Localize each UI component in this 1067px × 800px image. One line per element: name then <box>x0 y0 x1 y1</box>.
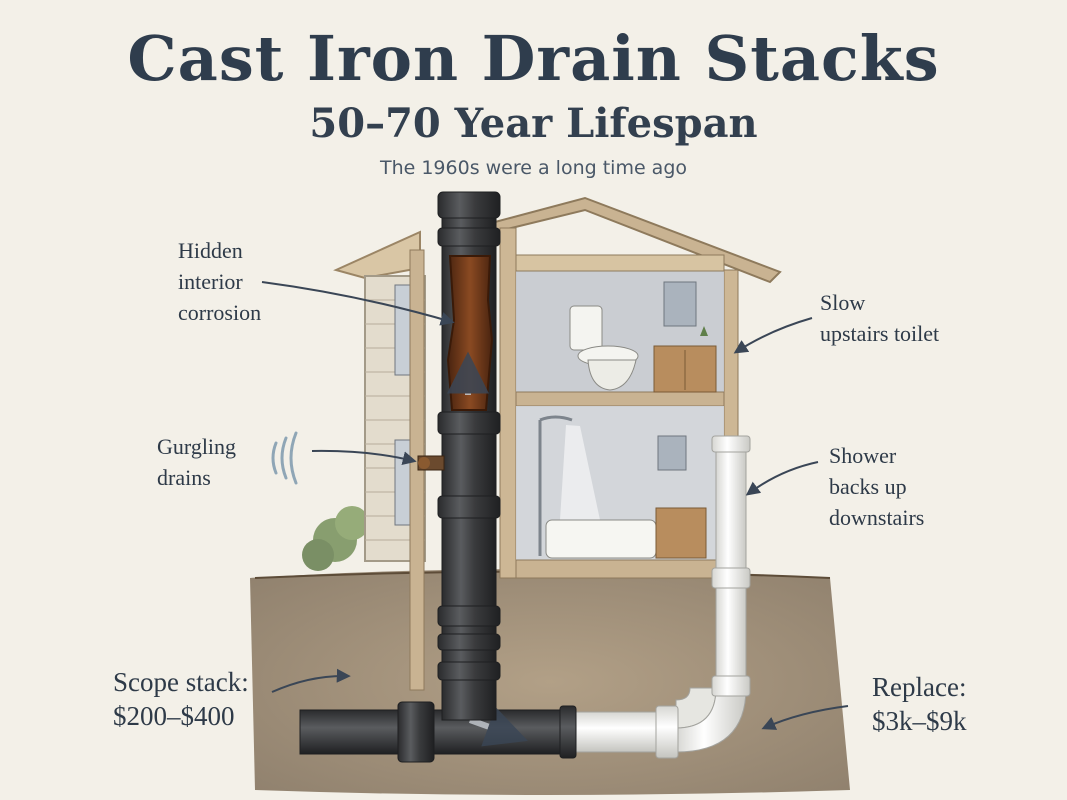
callout-toilet-line-2: upstairs toilet <box>820 321 940 346</box>
callout-toilet: Slow upstairs toilet <box>820 287 939 349</box>
callout-shower: Shower backs up downstairs <box>829 440 924 533</box>
callout-replace: Replace: $3k–$9k <box>872 670 967 738</box>
callout-arrows <box>261 281 849 730</box>
toilet-arrow <box>733 317 813 354</box>
callout-scope: Scope stack: $200–$400 <box>113 665 249 733</box>
gurgling-arrow <box>311 449 417 466</box>
callout-corrosion-line-1: Hidden <box>178 238 243 263</box>
scope-arrow <box>271 668 351 693</box>
callout-gurgling: Gurgling drains <box>157 431 236 493</box>
callout-scope-line-1: Scope stack: <box>113 667 249 697</box>
callout-corrosion: Hidden interior corrosion <box>178 235 261 328</box>
callout-shower-line-3: downstairs <box>829 505 925 530</box>
tagline: The 1960s were a long time ago <box>379 157 688 179</box>
callout-corrosion-line-3: corrosion <box>178 300 262 325</box>
callout-toilet-line-1: Slow <box>820 290 866 315</box>
callout-scope-line-2: $200–$400 <box>113 701 235 731</box>
sound-waves-icon <box>271 431 298 485</box>
shower-and-tub <box>538 415 707 559</box>
replace-arrow <box>761 705 849 730</box>
cast-iron-stack <box>417 191 501 721</box>
page-title: Cast Iron Drain Stacks <box>127 22 940 95</box>
toilet <box>569 305 639 391</box>
callout-replace-line-1: Replace: <box>872 672 967 702</box>
house-left-wing <box>333 230 426 691</box>
shower-arrow <box>745 461 819 496</box>
shrub <box>302 506 369 571</box>
callout-shower-line-1: Shower <box>829 443 897 468</box>
soil-cutaway <box>250 569 850 795</box>
callout-replace-line-2: $3k–$9k <box>872 706 967 736</box>
cast-iron-sewer-line <box>299 701 577 763</box>
callout-shower-line-2: backs up <box>829 474 907 499</box>
callout-gurgling-line-1: Gurgling <box>157 434 237 459</box>
callout-corrosion-line-2: interior <box>178 269 243 294</box>
callout-gurgling-line-2: drains <box>157 465 211 490</box>
page-subtitle: 50–70 Year Lifespan <box>309 100 758 147</box>
corrosion-arrow <box>261 281 455 326</box>
vanity <box>653 281 717 393</box>
pvc-replacement-pipe <box>567 435 751 759</box>
